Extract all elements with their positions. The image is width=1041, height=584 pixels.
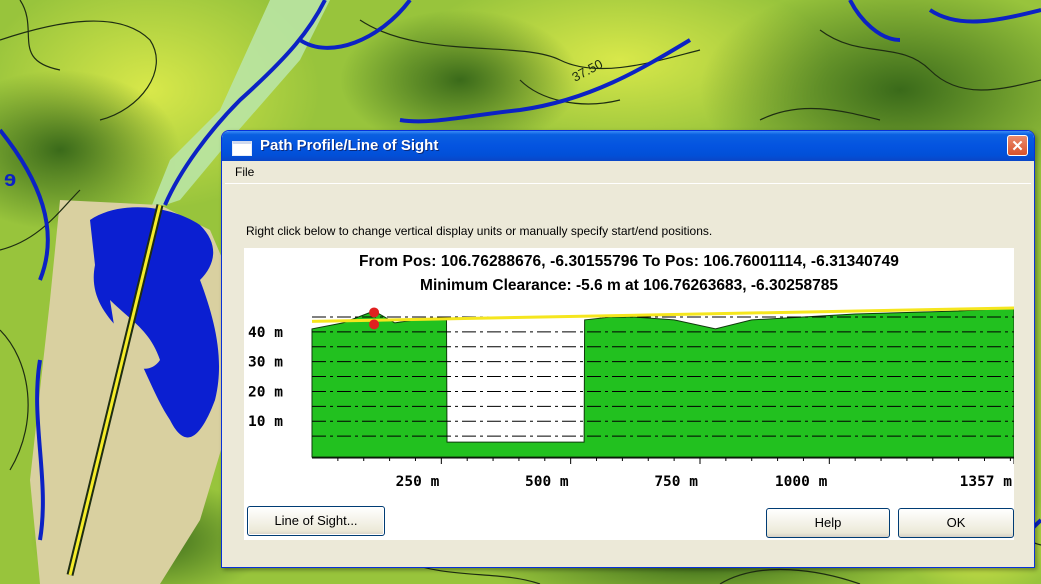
x-tick-label: 1000 m	[775, 474, 828, 490]
x-tick-label: 500 m	[525, 474, 569, 490]
y-tick-label: 30 m	[248, 355, 283, 371]
dialog-client: Right click below to change vertical dis…	[225, 184, 1031, 564]
from-to-positions: From Pos: 106.76288676, -6.30155796 To P…	[358, 253, 900, 270]
minimum-clearance: Minimum Clearance: -5.6 m at 106.7626368…	[420, 277, 838, 294]
y-tick-label: 40 m	[248, 325, 283, 341]
map-fragment-icon: ɘ	[4, 166, 16, 191]
y-tick-label: 10 m	[248, 414, 283, 430]
line-of-sight	[311, 306, 1014, 323]
obstruction-marker	[369, 307, 380, 318]
y-tick-label: 20 m	[248, 384, 283, 400]
ok-button[interactable]: OK	[898, 508, 1014, 538]
terrain-area	[311, 307, 1014, 458]
x-tick-label: 250 m	[396, 474, 440, 490]
menu-bar: File	[225, 161, 1031, 184]
close-button[interactable]: ✕	[1007, 135, 1028, 156]
x-tick-label: 1357 m	[960, 474, 1013, 490]
title-bar[interactable]: Path Profile/Line of Sight ✕	[222, 131, 1034, 161]
profile-chart[interactable]: 250 m 500 m 750 m 1000 m 1357 m 10 m 20 m 30 m 4…	[244, 248, 1014, 540]
profile-panel[interactable]: 250 m 500 m 750 m 1000 m 1357 m 10 m 20 m 30 m 4…	[244, 248, 1014, 540]
window-icon	[232, 141, 252, 156]
x-tick-label: 750 m	[654, 474, 698, 490]
instruction-text: Right click below to change vertical dis…	[246, 224, 713, 238]
window-title: Path Profile/Line of Sight	[260, 137, 439, 154]
obstruction-marker	[369, 319, 380, 330]
menu-file[interactable]: File	[235, 165, 255, 179]
help-button[interactable]: Help	[766, 508, 890, 538]
line-of-sight-button[interactable]: Line of Sight...	[247, 506, 385, 536]
path-profile-dialog: Path Profile/Line of Sight ✕ File Right …	[221, 130, 1035, 568]
